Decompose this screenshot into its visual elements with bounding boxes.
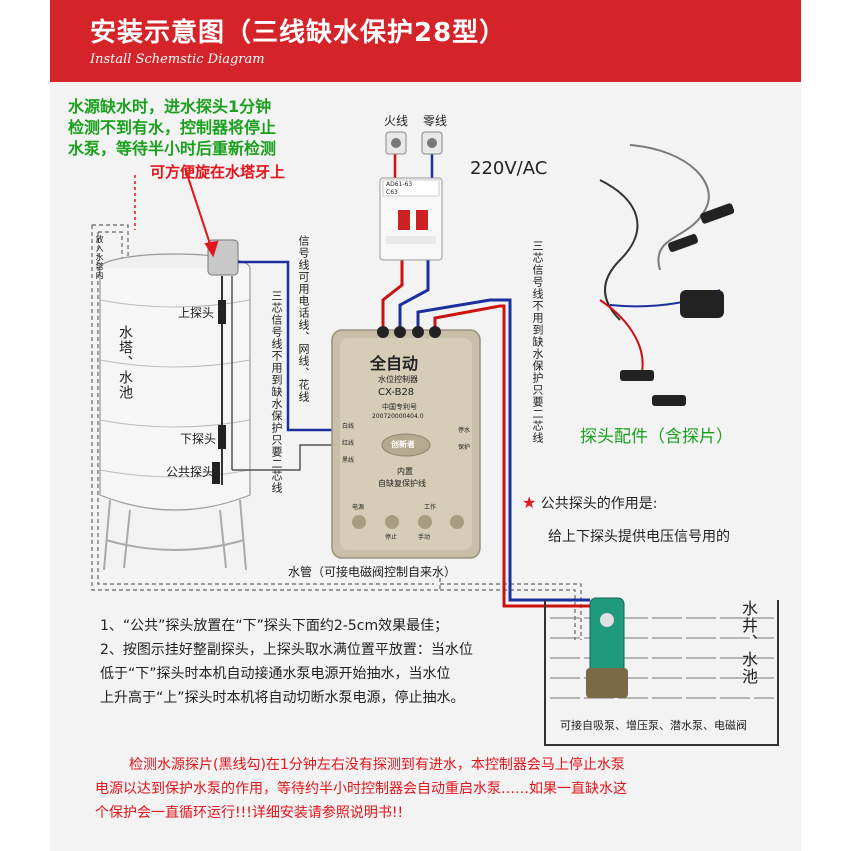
- controller-feature-prefix: 内置: [397, 467, 413, 476]
- water-shortage-note: 水源缺水时，进水探头1分钟 检测不到有水，控制器将停止 水泵，等待半小时后重新检…: [68, 96, 276, 159]
- pump-types-label: 可接自吸泵、增压泵、潜水泵、电磁阀: [560, 719, 747, 732]
- pump-wires: [416, 298, 590, 608]
- breaker-rating: C63: [386, 189, 398, 196]
- probe-upper-label: 上探头: [178, 306, 215, 320]
- well-label: 水井、水池: [739, 600, 758, 685]
- terminal-white: 白线: [342, 423, 355, 430]
- page-subtitle: Install Schemstic Diagram: [90, 52, 265, 67]
- breaker-model: AD61-63: [386, 181, 413, 188]
- terminal-black: 黑线: [342, 457, 355, 464]
- probe-lower-label: 下探头: [180, 432, 217, 446]
- controller-box: [331, 326, 481, 559]
- panel-work: 工作: [424, 504, 437, 511]
- water-pipe: [91, 224, 582, 640]
- instruction-line: 低于“下”探头时本机自动接通水泵电源开始抽水，当水位: [100, 666, 451, 682]
- common-probe-desc: 给上下探头提供电压信号用的: [548, 529, 730, 545]
- controller-type: 水位控制器: [378, 375, 418, 384]
- signal-cable: [238, 260, 332, 432]
- power-wires: [381, 150, 434, 330]
- warning-line: 检测水源探片(黑线勾)在1分钟左右没有探测到有进水，本控制器会马上停止水泵: [129, 757, 625, 773]
- warning-line: 电源以达到保护水泵的作用，等待约半小时控制器会自动重启水泵……如果一直缺水这: [95, 781, 627, 797]
- signal-wire-label: 信号线可用电话线、网线、花线: [297, 235, 310, 403]
- accessory-probes: [599, 144, 721, 381]
- instruction-line: 上升高于“上”探头时本机将自动切断水泵电源，停止抽水。: [100, 690, 465, 706]
- controller-maker: 中国专利号: [382, 403, 417, 411]
- accessory-probe-parts: [620, 203, 735, 406]
- neutral-wire-label: 零线: [423, 114, 448, 128]
- note-line: 检测不到有水，控制器将停止: [68, 118, 277, 137]
- water-level-lines: [550, 617, 774, 699]
- note-line: 水源缺水时，进水探头1分钟: [68, 97, 272, 116]
- instruction-list: 1、“公共”探头放置在“下”探头下面约2-5cm效果最佳； 2、按图示挂好整副探…: [100, 614, 473, 710]
- controller-model: CX-B28: [378, 387, 415, 398]
- mount-tip: 可方便旋在水塔牙上: [150, 163, 286, 181]
- header-banner: [50, 0, 801, 82]
- terminal-stop-water: 停水: [458, 427, 471, 434]
- controller-patent: 200720000404.0: [372, 413, 424, 420]
- live-wire-label: 火线: [384, 114, 409, 128]
- power-terminals: [385, 131, 443, 155]
- tank-name: 水塔、水池: [117, 325, 133, 400]
- warning-line: 个保护会一直循环运行!!!详细安装请参照说明书!!: [95, 805, 404, 821]
- star-icon: ★: [522, 493, 537, 512]
- instruction-line: 1、“公共”探头放置在“下”探头下面约2-5cm效果最佳；: [100, 618, 449, 634]
- page-title: 安装示意图（三线缺水保护28型）: [90, 18, 507, 48]
- bottom-warning: 检测水源探片(黑线勾)在1分钟左右没有探测到有进水，本控制器会马上停止水泵 电源…: [95, 753, 627, 825]
- terminal-red: 红线: [342, 440, 355, 447]
- pipe-label: 水管（可接电磁阀控制自来水）: [288, 565, 457, 579]
- three-core-wire-label-right: 三芯信号线不用到缺水保护只要二芯线: [531, 240, 544, 444]
- water-pump: [586, 597, 628, 698]
- overflow-label: 放入水塔内: [95, 235, 104, 280]
- pointer-arrow: [184, 167, 219, 258]
- panel-stop: 停止: [385, 534, 398, 541]
- probe-common-label: 公共探头: [166, 465, 215, 479]
- panel-manual: 手动: [418, 534, 431, 541]
- accessories-label: 探头配件（含探片）: [580, 427, 733, 447]
- water-tank-body: [99, 253, 251, 571]
- circuit-breaker: [379, 177, 443, 261]
- voltage-label: 220V/AC: [470, 158, 548, 179]
- well-container: [544, 600, 779, 746]
- note-line: 水泵，等待半小时后重新检测: [68, 139, 277, 158]
- terminal-protect: 保护: [458, 444, 471, 451]
- instruction-line: 2、按图示挂好整副探头，上探头取水满位置平放置：当水位: [100, 642, 473, 658]
- controller-brand: 全自动: [370, 354, 419, 373]
- common-probe-title-row: ★ 公共探头的作用是:: [522, 493, 658, 513]
- common-probe-title: 公共探头的作用是:: [540, 496, 658, 512]
- controller-logo: 创新者: [391, 440, 415, 449]
- controller-feature: 自缺复保护线: [378, 479, 426, 488]
- three-core-wire-label: 三芯信号线不用到缺水保护只要二芯线: [270, 290, 283, 494]
- panel-power: 电源: [352, 504, 365, 511]
